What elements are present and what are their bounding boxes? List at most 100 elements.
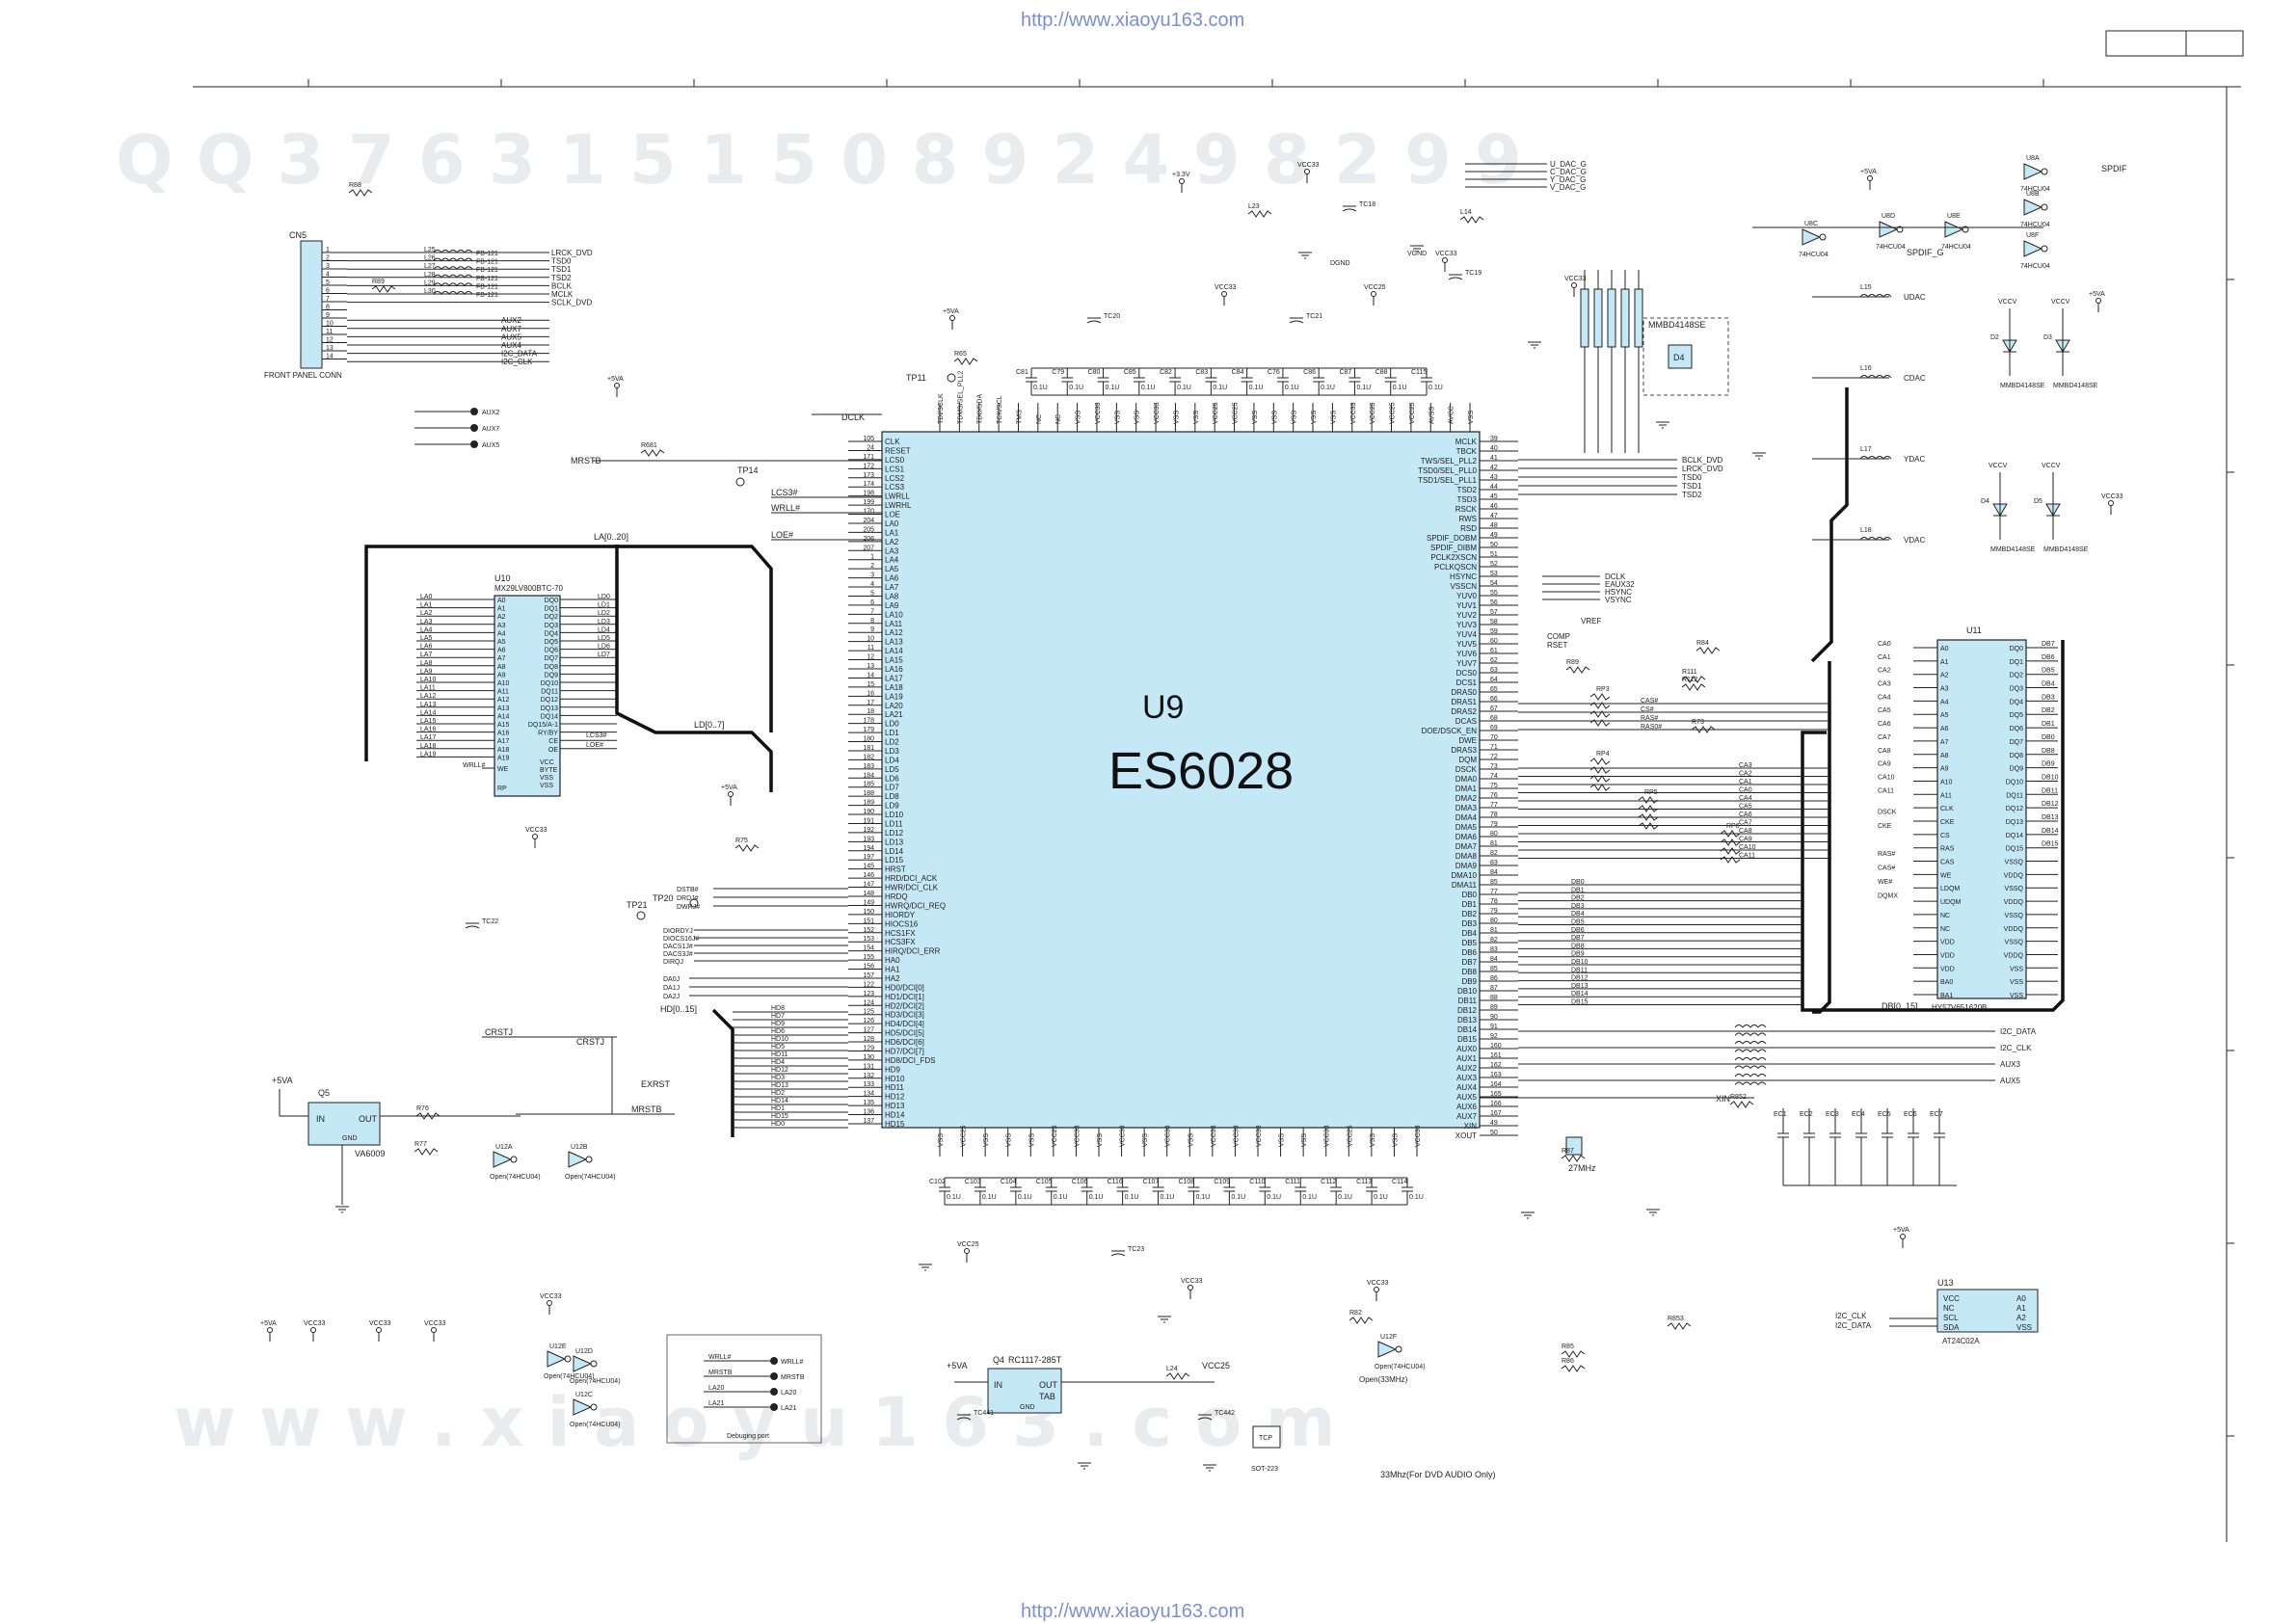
u10-net: LD7 (598, 652, 610, 658)
u9-pin-hd13: HD13 (885, 1102, 905, 1110)
u9-pin-hcs3fx: HCS3FX (885, 938, 916, 946)
u10-pin: A15 (497, 722, 510, 729)
debug-net: WRLL# (708, 1354, 731, 1361)
u9-pin-num: 90 (1490, 1014, 1498, 1021)
u11-net: CA11 (1878, 787, 1894, 794)
u11-pin: NC (1940, 913, 1950, 919)
hd-net: HD14 (771, 1098, 788, 1104)
u11-pin: VDD (1940, 952, 1955, 959)
u9-pin-aux5: AUX5 (1456, 1093, 1477, 1102)
u10-net: LA3 (420, 619, 433, 625)
audio-net-tsd0: TSD0 (1682, 473, 1702, 482)
ca-net: CA3 (1739, 762, 1752, 769)
u9-bottom-pin: VSS (1142, 1133, 1149, 1147)
cap-ref: C112 (1321, 1179, 1336, 1185)
svg-text:OUT: OUT (359, 1114, 378, 1124)
electrolytic-ref: TC22 (482, 918, 498, 925)
cap-ref: C110 (1249, 1179, 1265, 1185)
u9-pin-la2: LA2 (885, 538, 899, 546)
u9-top-pin: TDI/SCLK (938, 393, 945, 424)
u9-pin-hd3dci3: HD3/DCI[3] (885, 1011, 924, 1020)
ground-label: VGND (1407, 251, 1427, 257)
cap-value: 0.1U (1356, 385, 1371, 391)
u11-net: CA7 (1878, 734, 1891, 741)
svg-text:TAB: TAB (1039, 1392, 1055, 1401)
u9-pin-num: 73 (1490, 763, 1498, 770)
u9-pin-aux7: AUX7 (1456, 1112, 1477, 1121)
u9-pin-num: 161 (1490, 1052, 1502, 1059)
cap-ref: C107 (1143, 1179, 1160, 1185)
cn5-pin: 12 (326, 337, 334, 344)
u10-pin: A0 (497, 598, 506, 604)
decoupling-caps-bottom: C1020.1UC1030.1UC1040.1UC1050.1UC1060.1U… (929, 1177, 1424, 1206)
u9-pin-num: 47 (1490, 513, 1498, 519)
chip-u10[interactable]: U10 MX29LV800BTC-70 A0LA0A1LA1A2LA2A3LA3… (416, 573, 617, 797)
cap-value: 0.1U (1213, 385, 1227, 391)
u9-pin-num: 154 (863, 945, 874, 952)
connector-cn5[interactable]: CN5 FRONT PANEL CONN 1234567891011121314… (264, 230, 593, 380)
hd-net: HD6 (771, 1028, 785, 1035)
u9-pin-num: 204 (863, 518, 874, 524)
resistor-ref: R65 (954, 351, 967, 358)
u11-net: CA10 (1878, 774, 1895, 781)
power-symbol: VCC33 (1297, 162, 1320, 169)
u10-net: LA16 (420, 727, 436, 733)
cn5-net-bclk: BCLK (551, 281, 573, 290)
u9-pin-num: 82 (1490, 937, 1498, 944)
u11-pin: A4 (1940, 699, 1949, 705)
ec-cap: EC7 (1930, 1111, 1943, 1118)
u9-pin-num: 67 (1490, 705, 1498, 712)
u9-pin-yuv4: YUV4 (1456, 630, 1477, 639)
cap-ref: C116 (1108, 1179, 1123, 1185)
u9-pin-num: 124 (863, 999, 874, 1006)
header-url[interactable]: http://www.xiaoyu163.com (1021, 10, 1244, 31)
u9-pin-hd1dci1: HD1/DCI[1] (885, 993, 924, 1001)
net-rset: RSET (1547, 641, 1567, 650)
u10-pins: A0LA0A1LA1A2LA2A3LA3A4LA4A5LA5A6LA6A7LA7… (416, 594, 617, 792)
u9-pin-num: 135 (863, 1100, 874, 1106)
net: DIOCS16J# (663, 936, 699, 943)
u9-pin-hd12: HD12 (885, 1093, 905, 1102)
db-net: DB9 (1571, 951, 1585, 958)
ca-net: CA2 (1739, 771, 1752, 778)
cap-ref: C108 (1178, 1179, 1194, 1185)
u11-net: CA0 (1878, 641, 1891, 648)
u9-top-pin: NC (1055, 414, 1062, 424)
u11-pin: DQ11 (2006, 792, 2023, 799)
u9-pin-db6: DB6 (1461, 948, 1477, 957)
u9-pin-num: 49 (1490, 532, 1498, 539)
u10-pin: A8 (497, 664, 506, 671)
eeprom-u13[interactable]: U13 AT24C02A VCC NC SCL SDA A0 A1 A2 VSS… (1835, 1278, 2039, 1345)
u11-pin: DQ15 (2006, 846, 2023, 853)
diode-part: MMBD4148SE (2000, 383, 2045, 389)
u10-pin: DQ1 (545, 606, 559, 613)
u9-pin-num: 163 (1490, 1072, 1502, 1078)
u10-net: LCS3# (586, 732, 607, 739)
u9-pin-xin: XIN (1464, 1122, 1478, 1131)
u11-pin: BA1 (1940, 993, 1953, 999)
aux-net-i2c_data: I2C_DATA (2000, 1027, 2037, 1036)
resistor-pack: RP4 (1596, 751, 1610, 758)
u10-pin: WE (497, 766, 509, 773)
footer-url[interactable]: http://www.xiaoyu163.com (1021, 1601, 1244, 1622)
u11-ref: U11 (1966, 625, 1982, 635)
net-xin: XIN (1716, 1094, 1730, 1104)
u10-net: WRLL# (463, 762, 485, 769)
chip-u11[interactable]: U11 HY57V651620B A0A1A2A3A4A5A6A7A8A9A10… (1878, 625, 2059, 1012)
cn5-pin: 5 (326, 279, 330, 286)
regulator-q5[interactable]: Q5 IN OUT GND VA6009 +5VA (272, 1076, 521, 1205)
u9-pin-num: 9 (870, 626, 874, 633)
svg-text:VCC: VCC (1943, 1294, 1960, 1303)
u9-pin-num: 171 (863, 454, 874, 461)
u9-top-pin: VSS (1271, 411, 1278, 424)
u11-pin: DQ9 (2010, 766, 2024, 773)
u9-pin-la21: LA21 (885, 710, 903, 719)
u11-net: DB12 (2042, 801, 2059, 808)
cn5-net-aux7: AUX7 (501, 325, 521, 333)
cap-ref: C88 (1375, 369, 1388, 376)
regulator-q4[interactable]: Q4 RC1117-285T IN OUT TAB GND +5VA VCC25… (947, 1355, 1281, 1473)
u10-net: LD1 (598, 602, 610, 609)
debug-port[interactable]: Debuging port WRLL#WRLL#MRSTBMRSTBLA20LA… (666, 1334, 822, 1444)
